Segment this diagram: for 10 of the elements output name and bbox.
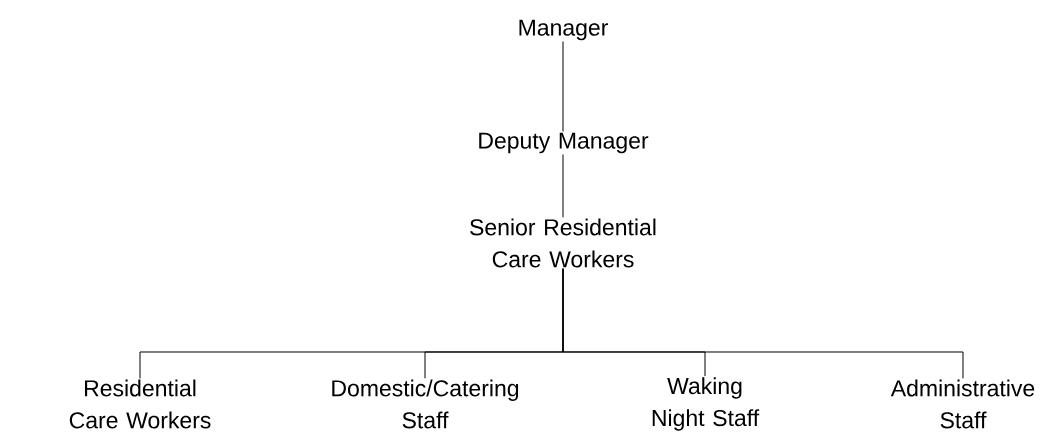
role-label: Administrative Staff bbox=[890, 379, 1035, 429]
role-label: Residential Care Workers bbox=[69, 379, 211, 429]
connector-line bbox=[562, 154, 564, 218]
role-label: Deputy Manager bbox=[479, 132, 649, 154]
connector-line bbox=[562, 41, 564, 132]
role-label: Domestic/Catering Staff bbox=[332, 379, 519, 429]
role-label: Waking Night Staff bbox=[652, 377, 760, 431]
role-label: Manager bbox=[519, 19, 608, 41]
connector-line bbox=[562, 268, 964, 379]
role-label: Senior Residential Care Workers bbox=[470, 218, 656, 268]
